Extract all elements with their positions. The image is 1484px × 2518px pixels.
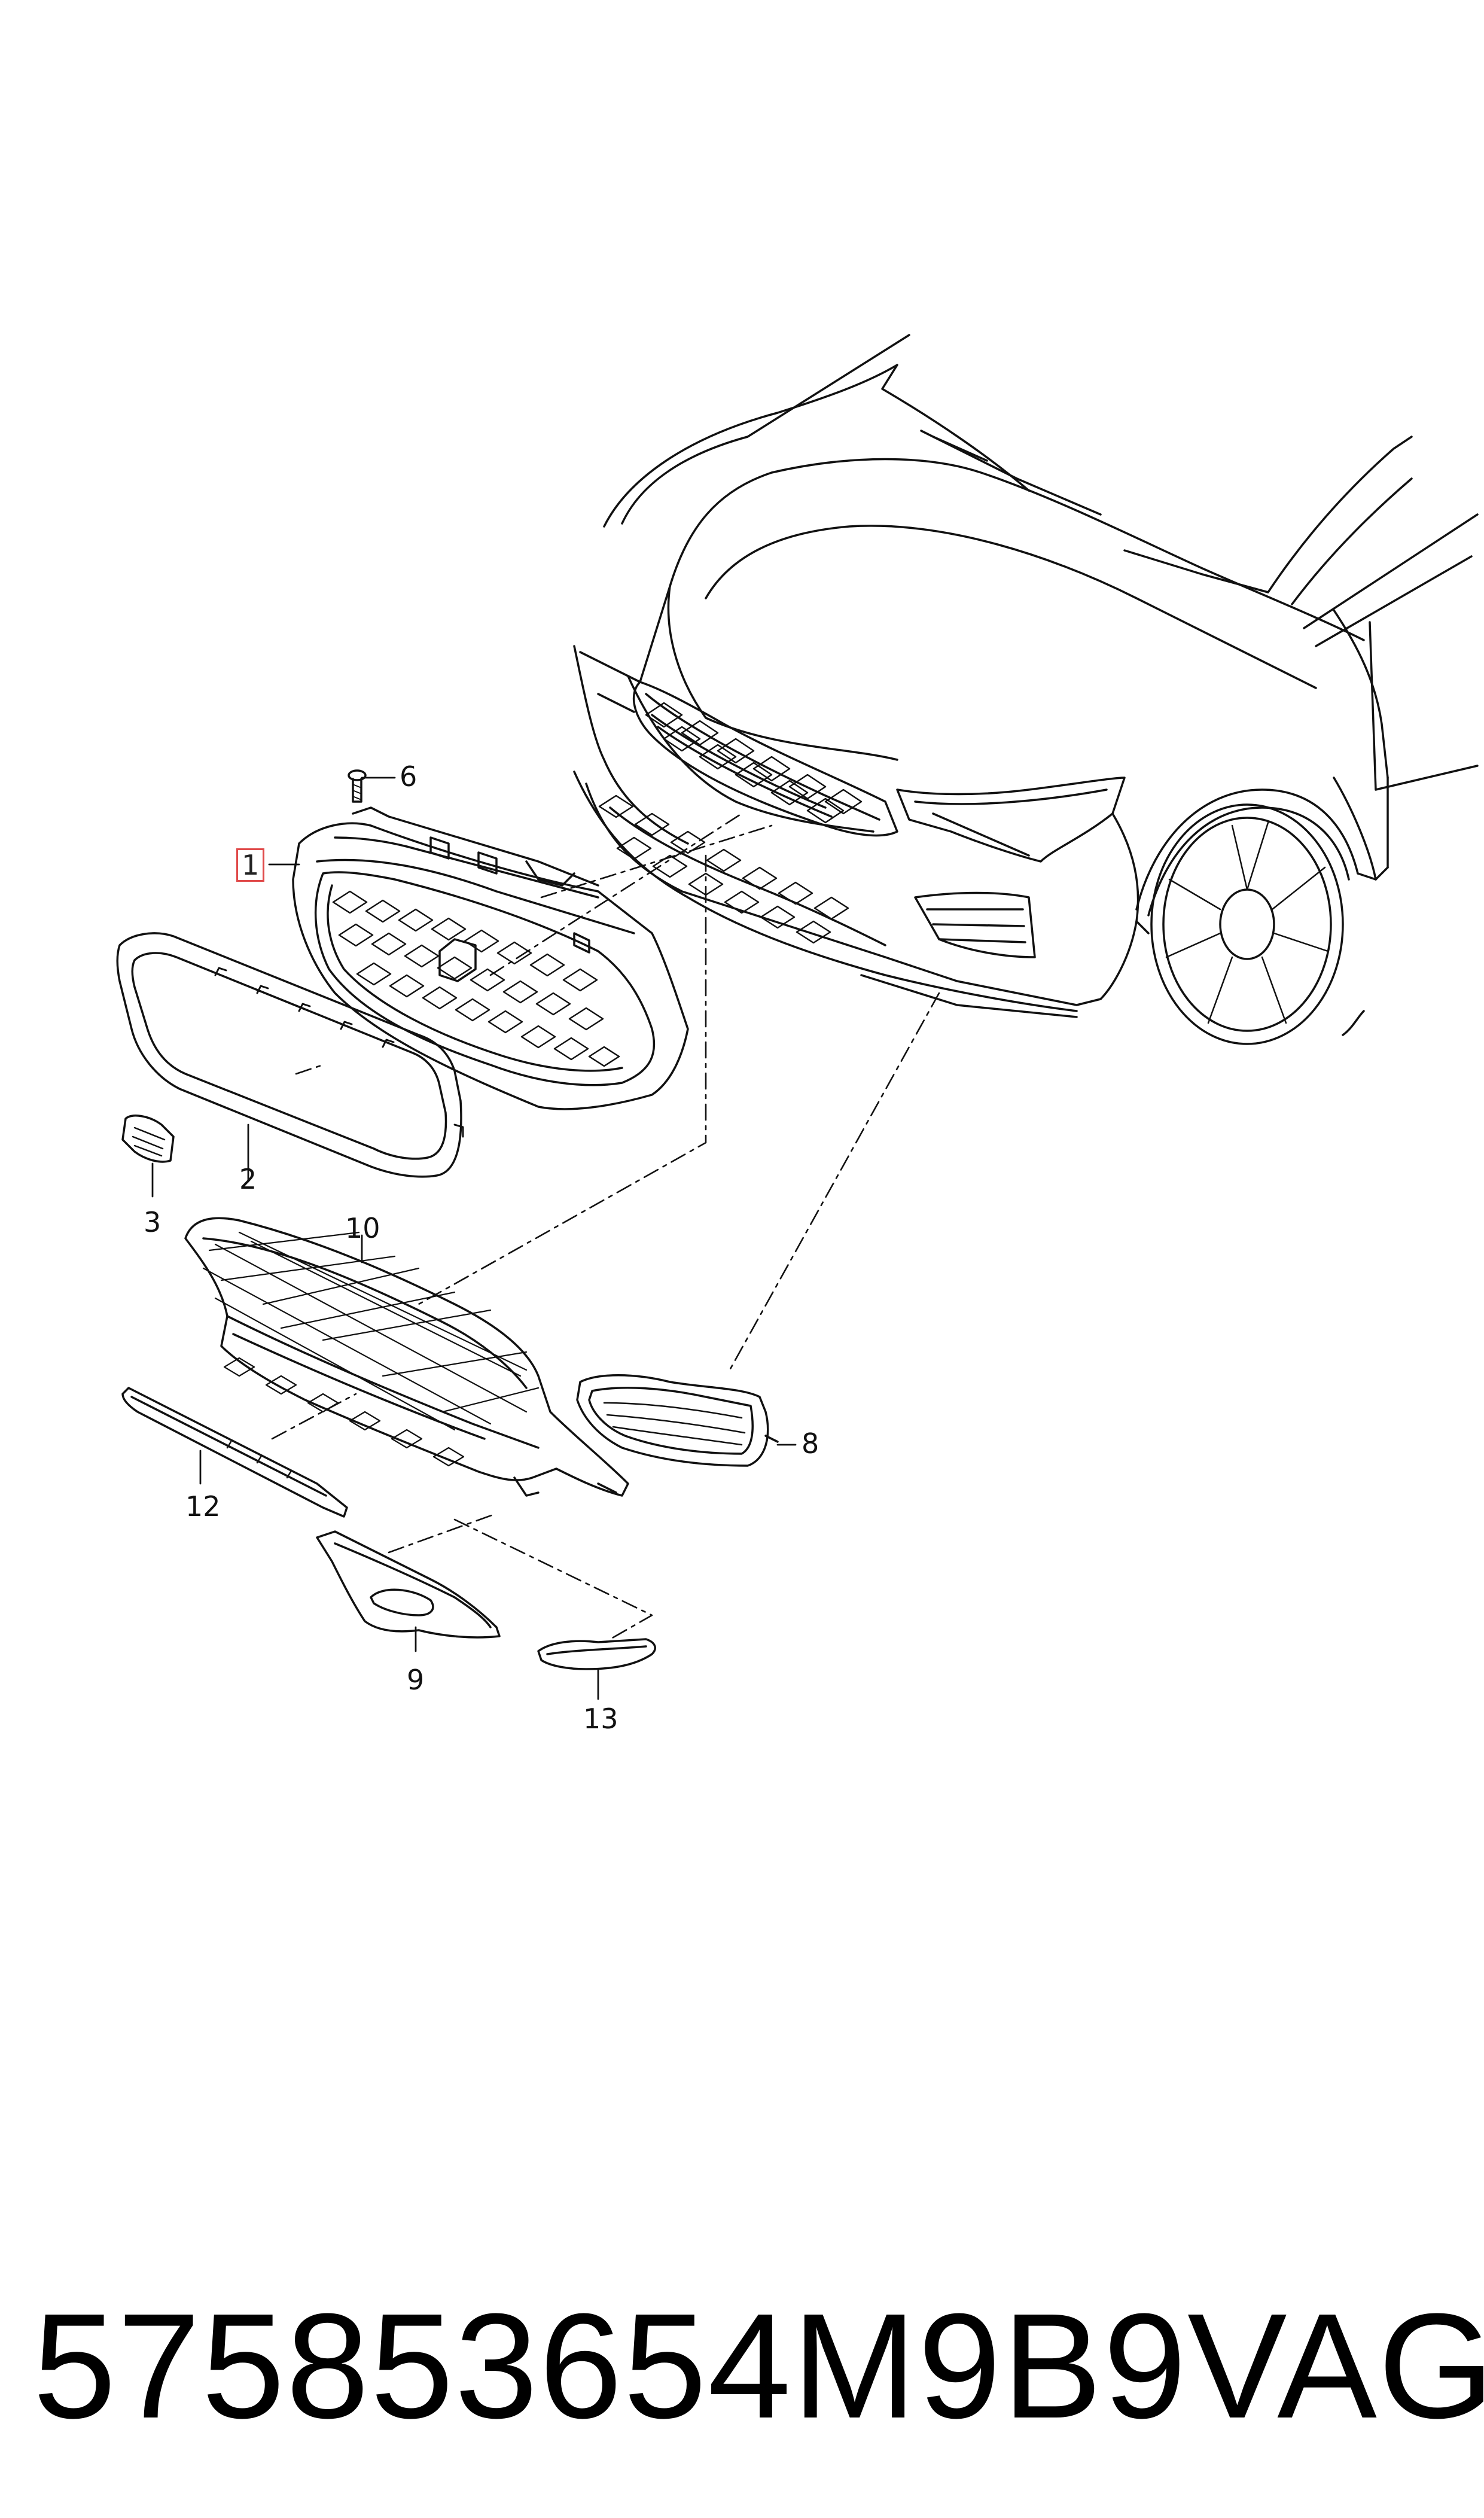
leader-lines bbox=[151, 777, 797, 1700]
callout-9[interactable]: 9 bbox=[407, 1664, 425, 1696]
car-illustration bbox=[573, 334, 1479, 1045]
callout-13[interactable]: 13 bbox=[583, 1703, 618, 1735]
part-2-frame bbox=[116, 932, 464, 1178]
part-6-screw bbox=[348, 769, 367, 803]
part-8-fog-grille bbox=[576, 1374, 779, 1467]
callout-8[interactable]: 8 bbox=[802, 1427, 819, 1460]
part-9-fog-trim bbox=[316, 1530, 501, 1639]
callout-2[interactable]: 2 bbox=[239, 1163, 257, 1195]
callout-10[interactable]: 10 bbox=[345, 1212, 380, 1244]
part-12-trim-strip bbox=[121, 1387, 348, 1518]
part-number: 575853654M9B9 bbox=[33, 2282, 1188, 2449]
part-3-emblem-cover bbox=[121, 1115, 175, 1163]
part-13-small-trim bbox=[537, 1638, 656, 1670]
brand-name: VAG bbox=[1187, 2282, 1484, 2449]
part-1-grille bbox=[292, 806, 689, 1110]
callout-3[interactable]: 3 bbox=[144, 1206, 161, 1238]
callout-12[interactable]: 12 bbox=[185, 1490, 221, 1523]
callout-6[interactable]: 6 bbox=[400, 760, 418, 793]
callout-1[interactable]: 1 bbox=[236, 848, 265, 882]
part-10-lower-grille bbox=[184, 1217, 629, 1497]
dashed-connectors bbox=[271, 812, 940, 1640]
